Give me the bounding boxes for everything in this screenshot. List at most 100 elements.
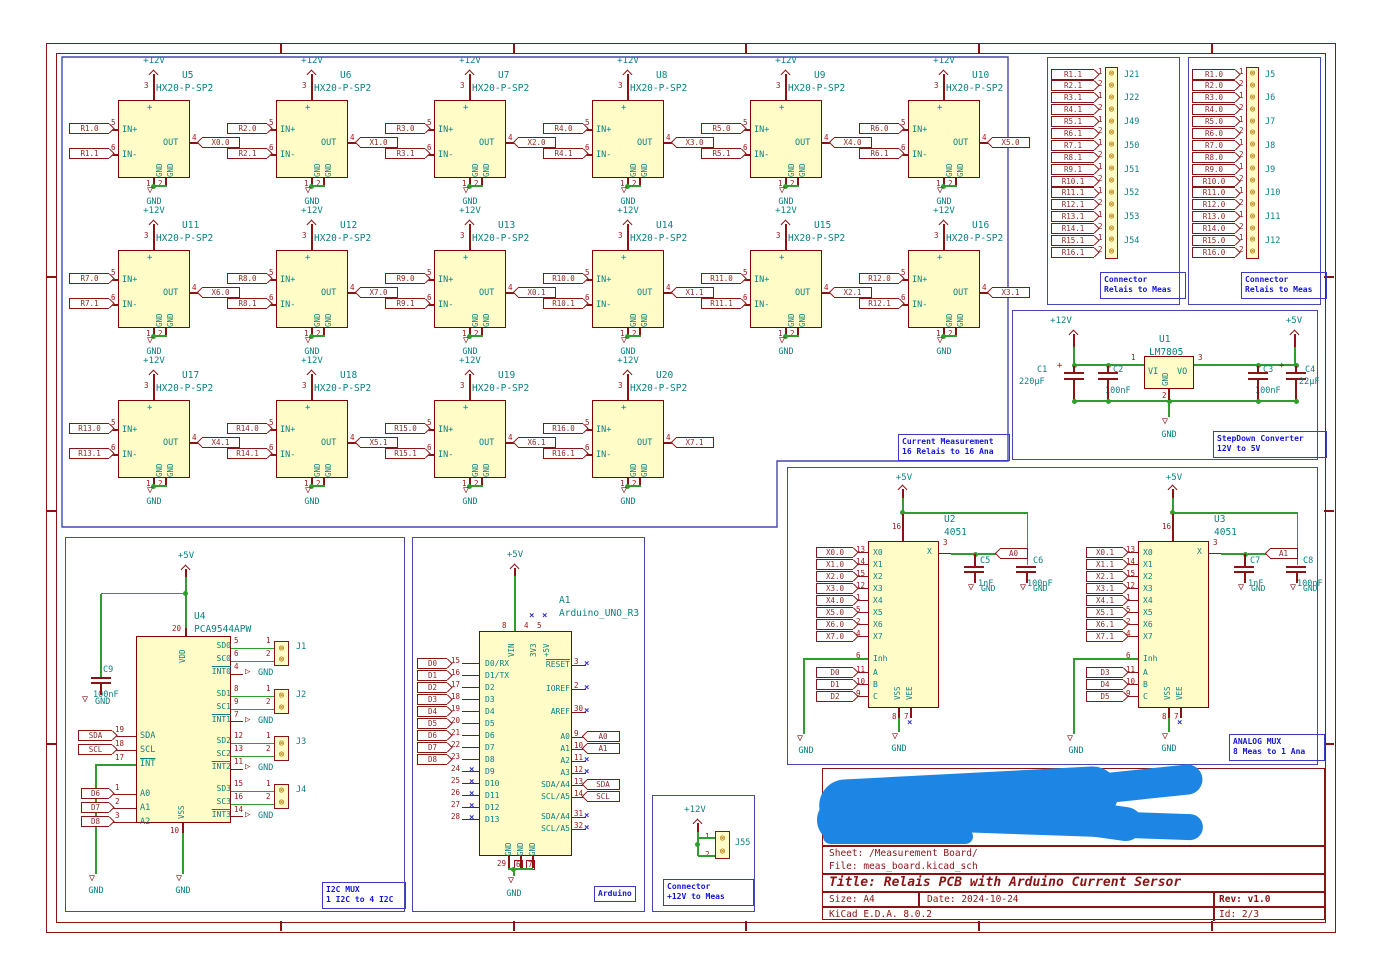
pin-name: SCL/A5 <box>541 824 570 833</box>
pin-name: IN- <box>754 300 770 310</box>
hier-label-net: X4.1 <box>1086 595 1123 606</box>
pin-number: 1 <box>705 833 710 841</box>
wire <box>1173 512 1298 514</box>
mux-refdes: U4 <box>194 611 206 622</box>
capacitor-plate <box>1064 372 1084 375</box>
wire <box>1294 347 1296 365</box>
pin-number: 15 <box>1126 569 1136 578</box>
connector-box-a: R1.1 1 J21 R2.1 2 R3.1 1 J22 R4.1 2 R5 <box>1047 57 1186 305</box>
pin-wire <box>110 429 118 431</box>
pin-wire <box>426 454 434 456</box>
cap-value: 100nF <box>1105 386 1131 396</box>
frame-tick <box>1324 510 1334 512</box>
hier-label-net: SCL <box>587 791 620 802</box>
pin-wire <box>1295 366 1297 372</box>
net-label-gnd: GND <box>146 347 162 357</box>
arduino-pin-row: A3 12 × <box>508 766 638 780</box>
pin-wire <box>742 129 750 131</box>
pin-name: OUT <box>953 138 969 148</box>
pin-wire <box>1073 334 1075 347</box>
pin-number: 4 <box>982 133 987 142</box>
pin-wire <box>231 816 243 818</box>
pin-number: 7 <box>234 709 239 719</box>
hier-label-addr: D7 <box>81 802 109 813</box>
pin-number: 27 <box>451 800 461 809</box>
wire <box>154 335 167 337</box>
frame-tick <box>513 43 515 53</box>
pin-wire <box>627 224 629 250</box>
pin-number: 1 <box>856 593 861 602</box>
gnd-symbol-icon <box>82 695 88 705</box>
gnd-symbol-icon <box>621 186 627 196</box>
wire <box>312 335 325 337</box>
hier-label-net: R16.0 <box>1192 246 1235 258</box>
pin-name-gnd: GND <box>787 163 796 177</box>
gnd-symbol-icon <box>508 876 514 886</box>
wire <box>1172 498 1174 512</box>
pin-name: IN+ <box>438 275 454 285</box>
capacitor-plate <box>1016 571 1036 574</box>
net-label-gnd: GND <box>1251 584 1266 593</box>
pin-wire <box>697 823 699 832</box>
screw-terminal-icon <box>1105 92 1118 103</box>
pin-wire <box>469 178 471 187</box>
pin-name-plus: + <box>305 403 311 413</box>
pin-number: 6 <box>427 143 432 152</box>
junction-dot <box>941 184 946 189</box>
pin-wire <box>323 178 325 185</box>
pin-number: 4 <box>508 133 513 142</box>
pin-wire <box>584 154 592 156</box>
title-block: Sheet: /Measurement Board/ File: meas_bo… <box>817 763 1325 921</box>
hier-label-input-plus: R5.0 <box>701 123 741 134</box>
pin-number: 13 <box>1126 545 1136 554</box>
pin-wire <box>572 711 586 713</box>
relay-refdes: U16 <box>972 220 990 231</box>
connector-row: R15.1 1 J54 <box>1051 234 1177 246</box>
screw-terminal-icon <box>275 643 288 654</box>
pin-name: A1 <box>560 744 570 753</box>
polarity-plus: + <box>1279 361 1285 371</box>
pin-wire <box>955 328 957 335</box>
pin-number: 6 <box>427 443 432 452</box>
wire <box>101 592 187 595</box>
pin-number: 4 <box>350 283 355 292</box>
pin-wire <box>323 478 325 485</box>
hier-label-net: R4.1 <box>1051 104 1094 116</box>
pin-name-gnd: GND <box>640 313 649 327</box>
screw-terminal-icon <box>1105 163 1118 174</box>
gnd-symbol-icon <box>89 874 95 884</box>
relay-refdes: U18 <box>340 370 358 381</box>
pin-name-gnd: GND <box>324 313 333 327</box>
hier-label-output: X7.1 <box>676 437 714 448</box>
cap-refdes: C6 <box>1033 556 1044 566</box>
hier-label-net: R7.0 <box>1192 139 1235 151</box>
connector-row: R16.1 2 <box>1051 246 1177 258</box>
pin-number: 15 <box>451 656 461 665</box>
hier-label-input-plus: R12.0 <box>859 273 899 284</box>
pin-number: 5 <box>111 418 116 427</box>
pin-wire <box>572 748 586 750</box>
wire <box>628 485 641 487</box>
pin-wire <box>311 74 313 100</box>
gnd-symbol-icon <box>968 583 974 593</box>
pin-number: 14 <box>1126 557 1136 566</box>
connector-row: R9.1 1 J51 <box>1051 163 1177 175</box>
hier-label-input-plus: R11.0 <box>701 273 741 284</box>
relay-part-number: HX20-P-SP2 <box>630 383 688 394</box>
relay-part-number: HX20-P-SP2 <box>314 383 372 394</box>
gnd-symbol-icon <box>779 336 785 346</box>
pin-name: X4 <box>873 596 883 605</box>
frame-tick <box>280 921 282 931</box>
wire <box>231 803 276 805</box>
caption-line1: ANALOG MUX <box>1233 737 1282 746</box>
pin-number: 23 <box>451 752 461 761</box>
pin-number: 2 <box>266 791 271 801</box>
arduino-pin-row: SCL/A5 14 SCL <box>508 790 638 804</box>
pin-name: IN- <box>280 300 296 310</box>
pin-name-int: INT3 <box>211 809 231 819</box>
pin-wire <box>153 478 155 487</box>
analog-mux-caption: ANALOG MUX 8 Meas to 1 Ana <box>1229 734 1325 761</box>
hier-label-net: D0 <box>417 658 447 669</box>
relay-part-number: HX20-P-SP2 <box>156 383 214 394</box>
pin-number: 17 <box>115 753 125 762</box>
